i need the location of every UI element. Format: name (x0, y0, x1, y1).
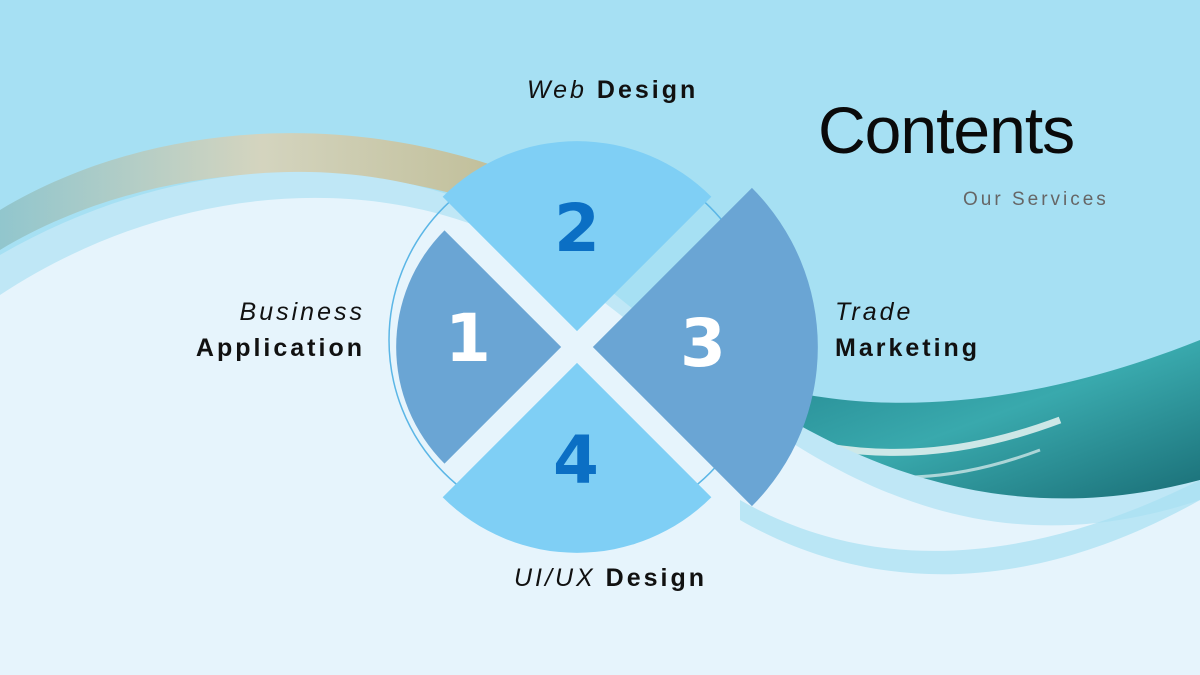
section-2-number: 2 (554, 190, 600, 267)
segment-4 (442, 362, 712, 553)
segment-2 (442, 141, 712, 332)
section-2-italic: Web (527, 76, 587, 104)
segment-3 (592, 187, 818, 507)
section-1-number: 1 (445, 300, 491, 377)
page-subtitle: Our Services (963, 189, 1109, 210)
section-2-bold: Design (596, 76, 699, 104)
section-4-bold: Design (605, 564, 707, 592)
section-3-label: Trade Marketing (835, 294, 980, 366)
section-3-italic: Trade (835, 298, 914, 326)
section-1-bold: Application (195, 334, 365, 362)
section-1-label: Business Application (185, 294, 365, 366)
section-4-number: 4 (553, 422, 599, 499)
section-4-label: UI/UX Design (514, 564, 707, 593)
section-3-number: 3 (680, 305, 726, 382)
section-1-italic: Business (239, 298, 365, 326)
segment-group (396, 141, 818, 553)
segment-1 (396, 230, 562, 464)
page-title: Contents (818, 93, 1075, 167)
section-4-italic: UI/UX (514, 564, 596, 592)
section-3-bold: Marketing (835, 334, 981, 362)
section-2-label: Web Design (527, 76, 698, 105)
